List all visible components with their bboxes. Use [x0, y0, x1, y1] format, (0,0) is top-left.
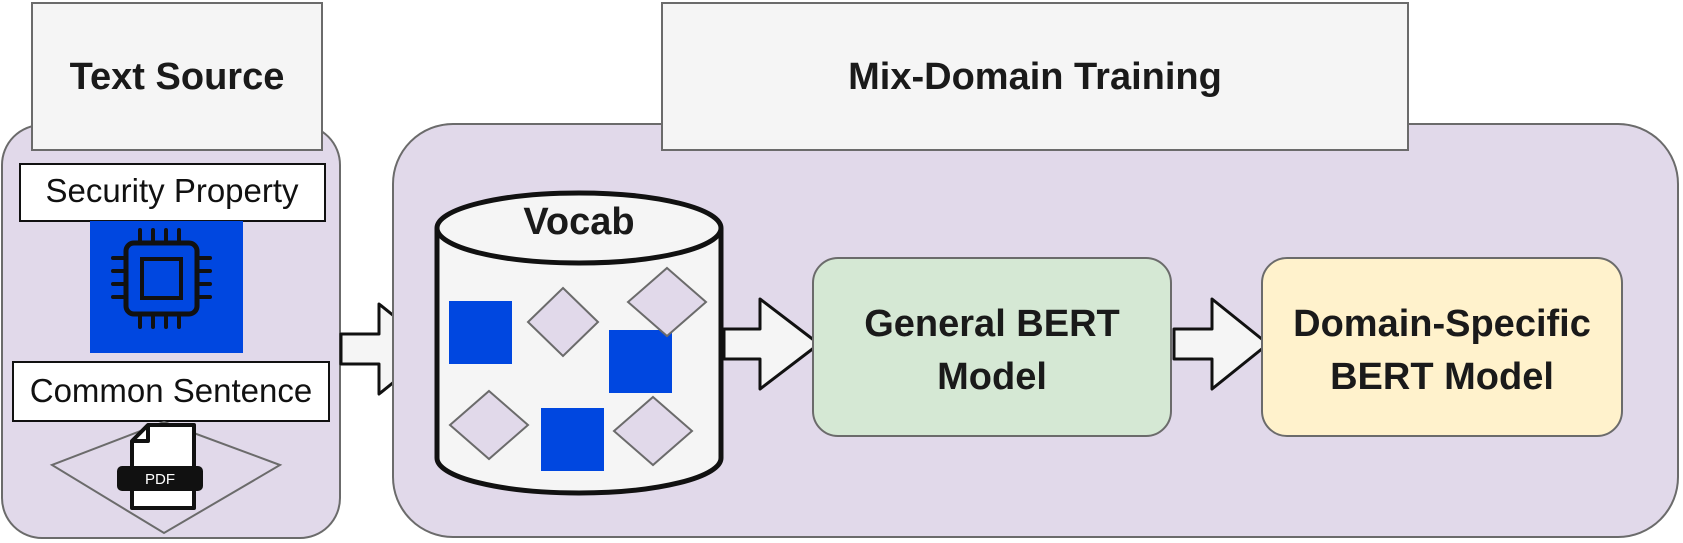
- pdf-document-icon: PDF: [49, 420, 283, 535]
- security-property-label: Security Property: [45, 172, 299, 209]
- general-bert-model-line2: Model: [937, 356, 1047, 398]
- token-square: [449, 301, 512, 364]
- common-sentence-box: [12, 361, 330, 422]
- mix-domain-title-box: [661, 2, 1409, 151]
- domain-specific-bert-model-box: [1261, 257, 1623, 437]
- security-property-box: [19, 163, 326, 222]
- vocab-label: Vocab: [523, 201, 634, 243]
- text-source-title-box: [31, 2, 323, 151]
- vocab-tokens: [448, 266, 708, 471]
- pdf-badge-label: PDF: [145, 471, 175, 488]
- chip-icon: [90, 221, 243, 353]
- general-bert-model-line1: General BERT: [864, 303, 1120, 345]
- arrow-general-to-domain: [1172, 297, 1270, 391]
- token-diamond: [626, 266, 708, 338]
- domain-specific-bert-model-line2: BERT Model: [1330, 356, 1554, 398]
- common-sentence-label: Common Sentence: [30, 372, 312, 409]
- arrow-vocab-to-general: [722, 297, 821, 391]
- general-bert-model-box: [812, 257, 1172, 437]
- token-diamond: [526, 286, 600, 358]
- token-diamond: [448, 389, 530, 461]
- token-square: [609, 330, 672, 393]
- token-square: [541, 408, 604, 471]
- domain-specific-bert-model-line1: Domain-Specific: [1293, 303, 1591, 345]
- token-diamond: [612, 395, 694, 467]
- text-source-title: Text Source: [70, 56, 285, 98]
- mix-domain-title: Mix-Domain Training: [848, 56, 1222, 98]
